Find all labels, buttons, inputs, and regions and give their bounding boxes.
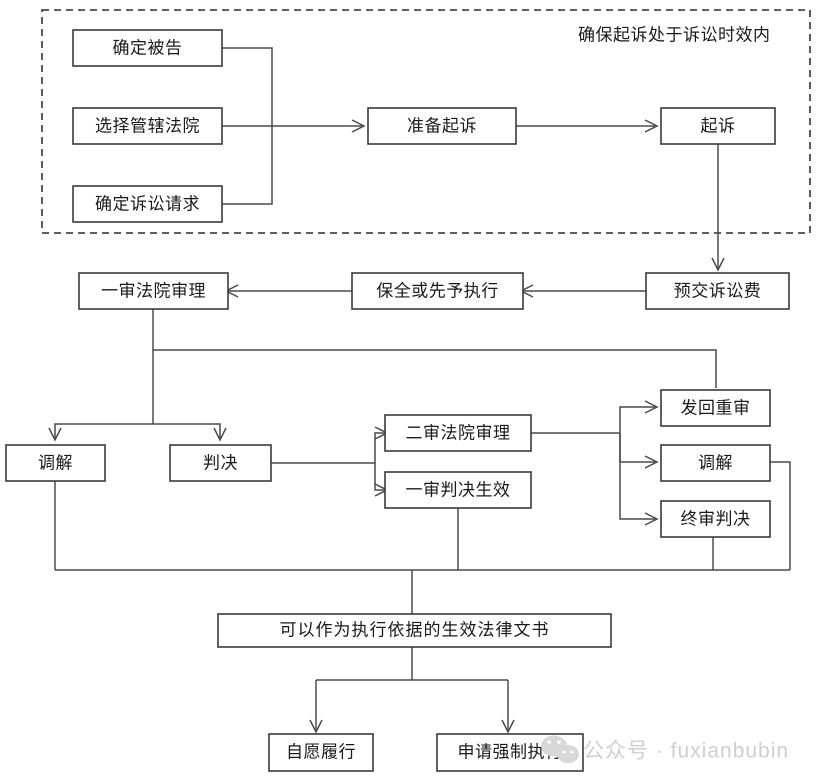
node-voluntary-performance[interactable]: 自愿履行 xyxy=(268,733,374,772)
node-label: 可以作为执行依据的生效法律文书 xyxy=(280,620,550,639)
node-label: 保全或先予执行 xyxy=(376,281,499,300)
arrowhead-n5-in xyxy=(644,119,659,133)
node-label: 申请强制执行 xyxy=(458,742,563,761)
edge-n11-n15 xyxy=(619,433,655,520)
arrowhead-n18-in xyxy=(501,719,515,734)
arrowhead-n6-in xyxy=(711,257,725,272)
arrowhead-n9-in xyxy=(48,427,62,442)
node-prepay-fees[interactable]: 预交诉讼费 xyxy=(645,272,790,310)
edge-n1-n4 xyxy=(222,47,273,126)
node-label: 预交诉讼费 xyxy=(674,281,762,300)
node-determine-defendant[interactable]: 确定被告 xyxy=(72,29,223,67)
node-select-court[interactable]: 选择管辖法院 xyxy=(72,107,223,145)
node-label: 准备起诉 xyxy=(407,116,477,135)
arrowhead-n17-in xyxy=(309,719,323,734)
arrowhead-n15-in xyxy=(644,512,659,526)
arrowhead-n13-in xyxy=(644,400,659,414)
node-label: 选择管辖法院 xyxy=(95,116,200,135)
node-final-judgment[interactable]: 终审判决 xyxy=(660,500,771,538)
node-judgment[interactable]: 判决 xyxy=(169,444,272,482)
wechat-icon xyxy=(541,735,579,763)
edge-n8-n13 xyxy=(153,349,717,388)
edge-n11-n13 xyxy=(619,406,655,433)
node-prepare-lawsuit[interactable]: 准备起诉 xyxy=(367,107,517,145)
dashed-group-box xyxy=(41,9,811,234)
node-label: 调解 xyxy=(698,453,733,472)
node-label: 调解 xyxy=(38,453,73,472)
node-label: 起诉 xyxy=(701,116,736,135)
node-first-instance-trial[interactable]: 一审法院审理 xyxy=(78,272,229,310)
edge-n10-n12 xyxy=(374,463,385,491)
group-note-label: 确保起诉处于诉讼时效内 xyxy=(578,25,771,44)
arrowhead-n10-in xyxy=(213,427,227,442)
watermark-label: 公众号 · fuxianbubin xyxy=(583,740,789,763)
node-second-instance-trial[interactable]: 二审法院审理 xyxy=(384,414,532,452)
node-mediation-second-instance[interactable]: 调解 xyxy=(660,444,771,482)
node-label: 发回重审 xyxy=(681,398,751,417)
node-label: 自愿履行 xyxy=(286,742,356,761)
node-file-lawsuit[interactable]: 起诉 xyxy=(660,107,776,145)
arrowhead-n4-in xyxy=(351,119,366,133)
node-determine-claims[interactable]: 确定诉讼请求 xyxy=(72,185,223,223)
arrowhead-n14-in xyxy=(644,455,659,469)
node-label: 判决 xyxy=(203,453,238,472)
node-label: 终审判决 xyxy=(681,509,751,528)
edge-n10-n11 xyxy=(374,432,385,463)
node-layer: 确定被告 选择管辖法院 确定诉讼请求 准备起诉 起诉 预交诉讼费 xyxy=(5,29,790,772)
node-preservation-advance-execution[interactable]: 保全或先予执行 xyxy=(351,272,524,310)
node-enforceable-legal-document[interactable]: 可以作为执行依据的生效法律文书 xyxy=(217,613,612,648)
node-label: 确定诉讼请求 xyxy=(95,194,200,213)
edge-n3-n4 xyxy=(222,126,273,205)
node-first-instance-effective[interactable]: 一审判决生效 xyxy=(384,471,532,509)
edge-n14-bus xyxy=(770,461,791,570)
edge-n8-n10 xyxy=(153,423,221,438)
watermark: 公众号 · fuxianbubin xyxy=(541,735,789,763)
node-mediation-first-instance[interactable]: 调解 xyxy=(5,444,106,482)
node-label: 一审法院审理 xyxy=(101,281,206,300)
node-remand-retrial[interactable]: 发回重审 xyxy=(660,389,771,427)
node-label: 确定被告 xyxy=(113,38,183,57)
node-label: 一审判决生效 xyxy=(406,480,511,499)
edge-n8-n9 xyxy=(54,423,153,438)
node-label: 二审法院审理 xyxy=(406,423,511,442)
